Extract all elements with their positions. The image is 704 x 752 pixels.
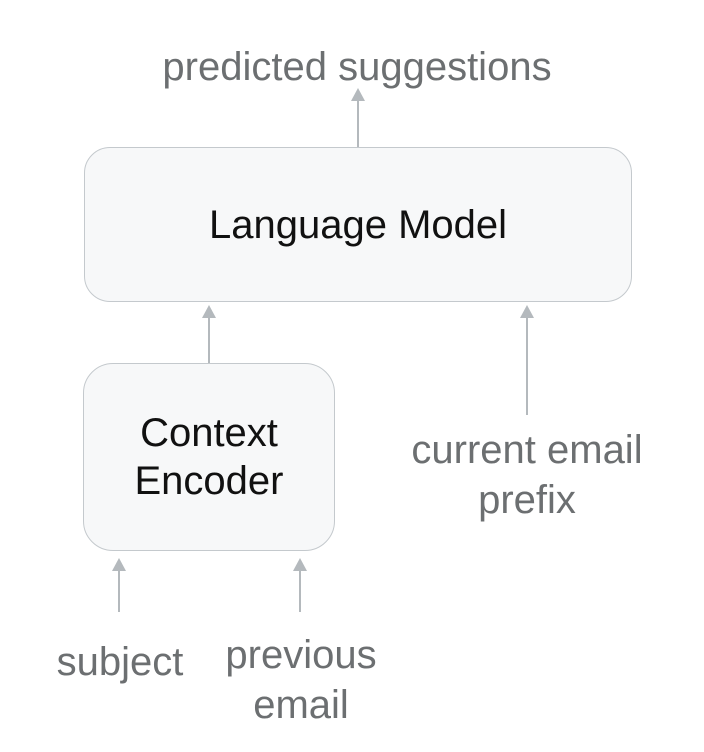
arrow-language-model-to-predicted-suggestions-icon — [351, 88, 365, 147]
arrow-current-email-prefix-to-language-model-icon — [520, 305, 534, 415]
arrow-stem — [208, 316, 210, 363]
context-encoder-label-line1: Context — [140, 411, 278, 455]
arrowhead-icon — [351, 88, 365, 101]
arrow-stem — [118, 569, 120, 612]
arrow-subject-to-context-encoder-icon — [112, 558, 126, 612]
language-model-box: Language Model — [84, 147, 632, 302]
predicted-suggestions-label: predicted suggestions — [162, 45, 552, 89]
arrow-context-encoder-to-language-model-icon — [202, 305, 216, 363]
context-encoder-label: Context Encoder — [135, 409, 284, 505]
current-email-prefix-label-line2: prefix — [478, 478, 576, 522]
current-email-prefix-label: current email prefix — [377, 425, 677, 525]
context-encoder-box: Context Encoder — [83, 363, 335, 551]
previous-email-label-line2: email — [253, 683, 349, 727]
current-email-prefix-label-line1: current email — [411, 428, 643, 472]
arrowhead-icon — [112, 558, 126, 571]
language-model-label: Language Model — [208, 202, 508, 247]
context-encoder-label-line2: Encoder — [134, 459, 284, 503]
arrowhead-icon — [520, 305, 534, 318]
arrow-stem — [526, 316, 528, 415]
arrowhead-icon — [202, 305, 216, 318]
arrow-previous-email-to-context-encoder-icon — [293, 558, 307, 612]
arrowhead-icon — [293, 558, 307, 571]
arrow-stem — [357, 99, 359, 147]
arrow-stem — [299, 569, 301, 612]
previous-email-label: previous email — [201, 630, 401, 730]
subject-label: subject — [56, 640, 184, 684]
previous-email-label-line1: previous — [225, 633, 377, 677]
